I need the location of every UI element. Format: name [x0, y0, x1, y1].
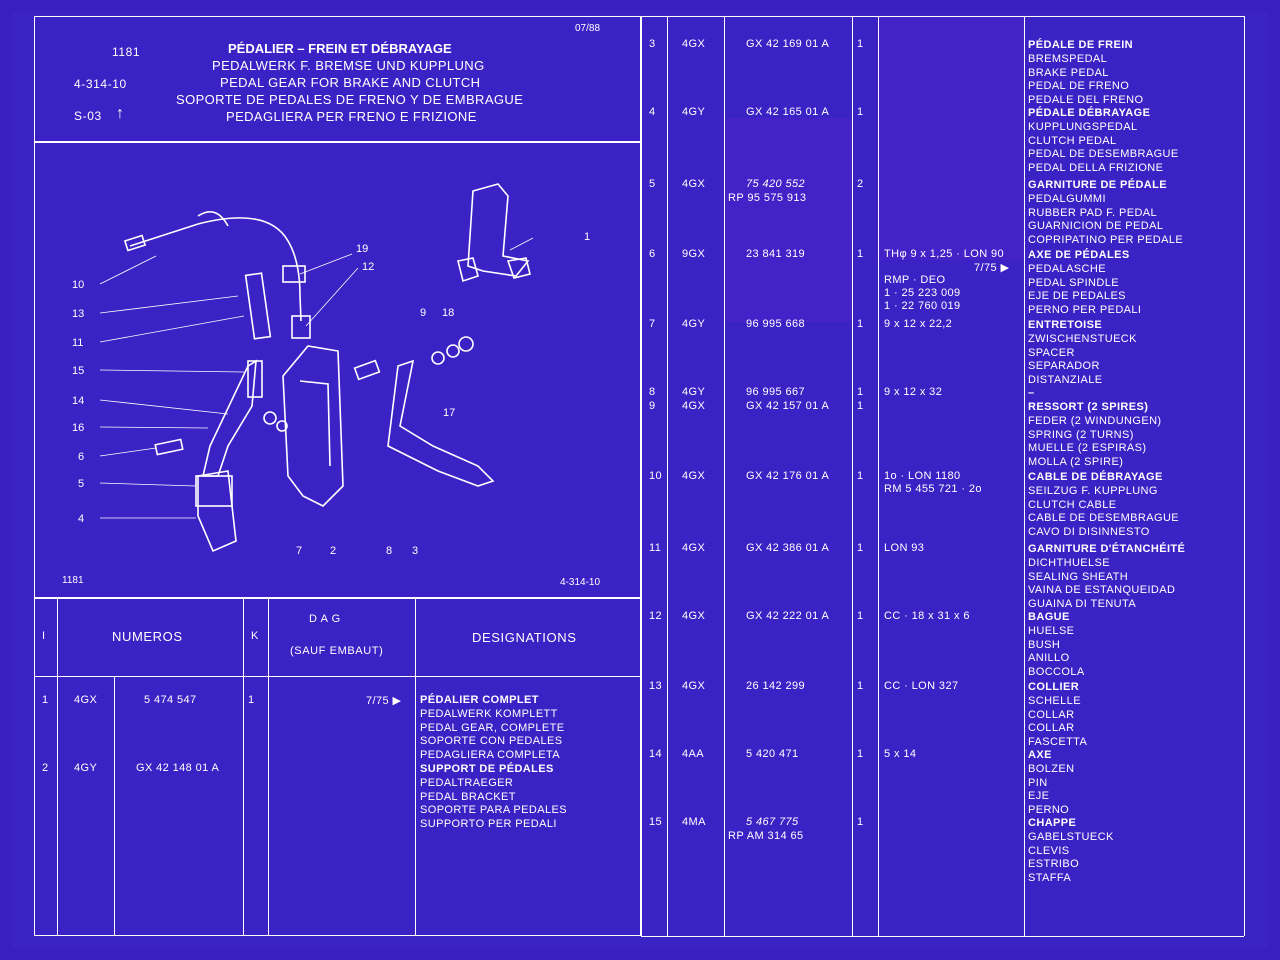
sheet-section: S-03 [74, 109, 102, 123]
title-de: PEDALWERK F. BREMSE UND KUPPLUNG [212, 58, 485, 73]
th-designations: DESIGNATIONS [472, 630, 577, 645]
sheet-date: 07/88 [575, 23, 601, 34]
highlight-panel-left [724, 118, 852, 322]
callout-14: 14 [72, 395, 84, 407]
callout-15: 15 [72, 365, 84, 377]
callout-5: 5 [78, 478, 84, 490]
bracket-shape [282, 345, 344, 507]
sheath-shape [244, 272, 272, 340]
brake-pedal-shape [201, 359, 257, 477]
exploded-diagram: 10 13 11 15 14 16 6 5 4 7 2 8 3 17 9 18 … [72, 183, 590, 557]
callout-13: 13 [72, 308, 84, 320]
callout-18: 18 [442, 307, 454, 319]
diagram-box [34, 142, 641, 598]
th-k: K [251, 630, 259, 642]
th-dag: D A G [309, 613, 341, 625]
title-es: SOPORTE DE PEDALES DE FRENO Y DE EMBRAGU… [176, 92, 524, 107]
assembly-icon-shape [467, 183, 530, 277]
th-dag-sub: (SAUF EMBAUT) [290, 645, 384, 657]
callout-11: 11 [72, 337, 83, 349]
left-table [34, 598, 641, 936]
callout-12: 12 [362, 261, 374, 273]
callout-4: 4 [78, 513, 84, 525]
title-fr: PÉDALIER – FREIN ET DÉBRAYAGE [228, 41, 452, 56]
clutch-pedal-shape [387, 359, 495, 487]
callout-16: 16 [72, 422, 84, 434]
callout-8: 8 [386, 545, 392, 557]
callout-9: 9 [420, 307, 426, 319]
callout-6: 6 [78, 451, 84, 463]
callout-2: 2 [330, 545, 336, 557]
th-numeros: NUMEROS [112, 629, 183, 644]
callout-19: 19 [356, 243, 368, 255]
callout-17: 17 [443, 407, 455, 419]
callout-1: 1 [584, 231, 590, 243]
diagram-footer-right: 4-314-10 [560, 577, 601, 588]
parts-sheet: 07/88 1181 4-314-10 S-03 ↑ PÉDALIER – FR… [12, 12, 1268, 948]
title-en: PEDAL GEAR FOR BRAKE AND CLUTCH [220, 75, 481, 90]
up-arrow-icon: ↑ [116, 105, 125, 122]
title-it: PEDAGLIERA PER FRENO E FRIZIONE [226, 109, 477, 124]
highlight-panel-right [878, 16, 1024, 260]
cable-shape [129, 217, 302, 322]
diagram-footer-left: 1181 [62, 575, 84, 586]
callout-7: 7 [296, 545, 302, 557]
th-index: I [42, 630, 46, 642]
sheet-ref: 4-314-10 [74, 77, 127, 91]
callout-10: 10 [72, 279, 84, 291]
header-box [34, 16, 641, 142]
callout-3: 3 [412, 545, 418, 557]
sheet-code: 1181 [112, 45, 141, 59]
